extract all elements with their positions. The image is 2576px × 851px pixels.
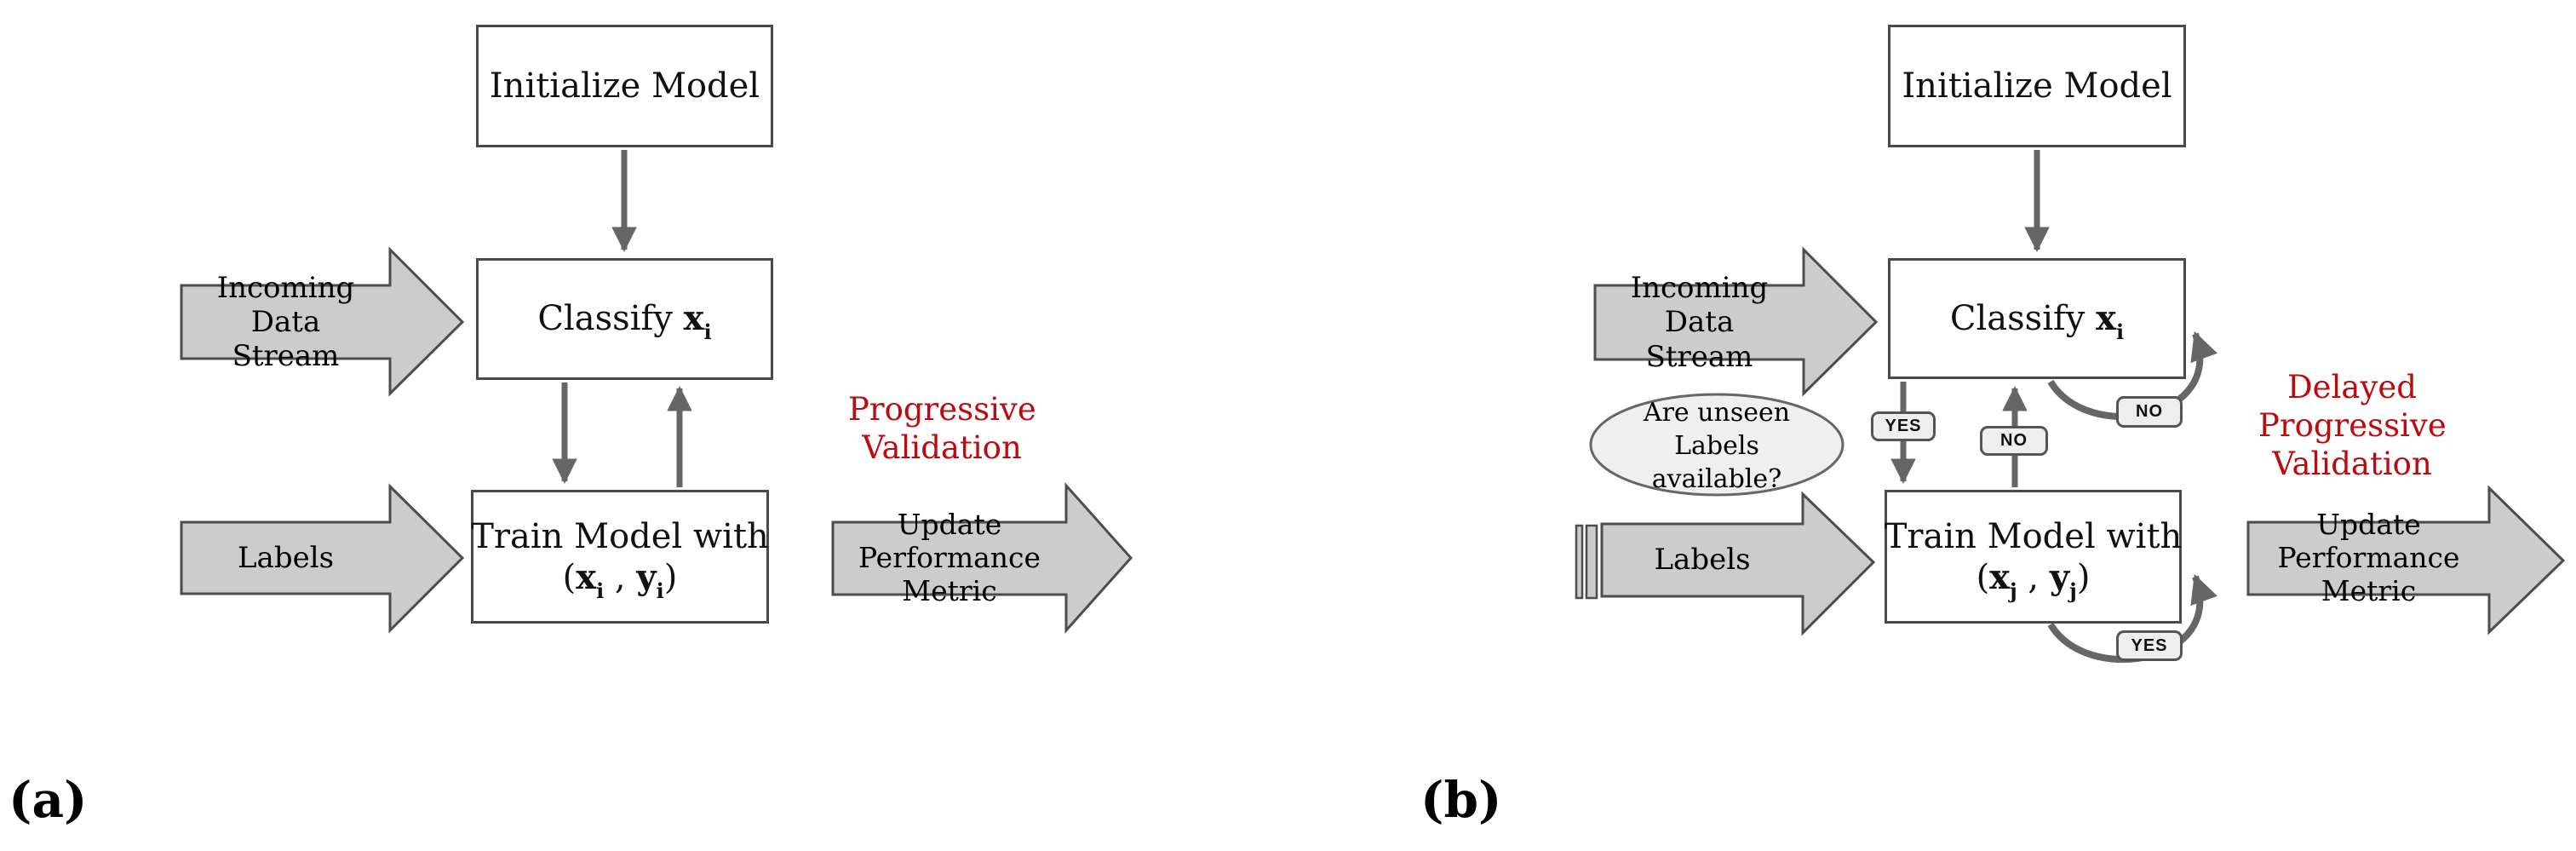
b-no-branch-badge: NO xyxy=(1980,426,2048,456)
b-incoming-data-arrow-label: Incoming Data Stream xyxy=(1630,271,1769,374)
b-initialize-model-box: Initialize Model xyxy=(1888,25,2186,147)
a-classify-box: Classify xi xyxy=(476,258,773,380)
b-labels-arrow-shape xyxy=(1600,491,1876,636)
caption-b: (b) xyxy=(1420,771,1502,829)
b-update-metric-arrow-shape xyxy=(2246,485,2566,635)
b-update-metric-arrow-label: Update Performance Metric xyxy=(2277,508,2460,607)
b-train-model-label-line2: (xj , yj) xyxy=(1976,556,2091,603)
b-labels-delay-bar-1 xyxy=(1575,524,1584,600)
b-initialize-model-label: Initialize Model xyxy=(1902,66,2172,106)
a-progressive-validation-label: Progressive Validation xyxy=(848,391,1036,467)
a-classify-label: Classify xi xyxy=(537,298,712,344)
b-train-loop-yes-badge: YES xyxy=(2116,630,2183,661)
a-train-model-label-line1: Train Model with xyxy=(471,517,769,557)
b-incoming-data-arrow-shape xyxy=(1593,246,1879,397)
b-decision-ellipse-label: Are unseen Labels available? xyxy=(1643,397,1791,494)
a-incoming-data-arrow-label: Incoming Data Stream xyxy=(216,270,355,374)
b-train-model-box: Train Model with (xj , yj) xyxy=(1885,490,2182,624)
b-yes-branch-badge: YES xyxy=(1871,411,1936,441)
b-classify-label: Classify xi xyxy=(1949,297,2125,344)
b-delayed-progressive-validation-label: Delayed Progressive Validation xyxy=(2258,369,2447,483)
a-update-metric-arrow-shape xyxy=(831,482,1133,634)
b-labels-delay-bar-2 xyxy=(1585,524,1598,600)
a-update-metric-arrow-label: Update Performance Metric xyxy=(858,508,1041,607)
a-train-model-box: Train Model with (xi , yi) xyxy=(471,490,769,624)
a-labels-arrow-label: Labels xyxy=(237,540,335,575)
b-decision-ellipse-shape xyxy=(1589,393,1845,497)
b-labels-arrow-label: Labels xyxy=(1654,543,1751,578)
a-initialize-model-box: Initialize Model xyxy=(476,25,773,147)
a-train-model-label-line2: (xi , yi) xyxy=(562,556,678,603)
a-incoming-data-arrow-shape xyxy=(180,246,465,397)
caption-a: (a) xyxy=(9,771,88,829)
b-classify-box: Classify xi xyxy=(1888,258,2186,379)
b-classify-loop-no-badge: NO xyxy=(2116,396,2183,428)
b-train-model-label-line1: Train Model with xyxy=(1884,517,2183,557)
a-initialize-model-label: Initialize Model xyxy=(489,66,760,106)
a-labels-arrow-shape xyxy=(180,483,465,634)
